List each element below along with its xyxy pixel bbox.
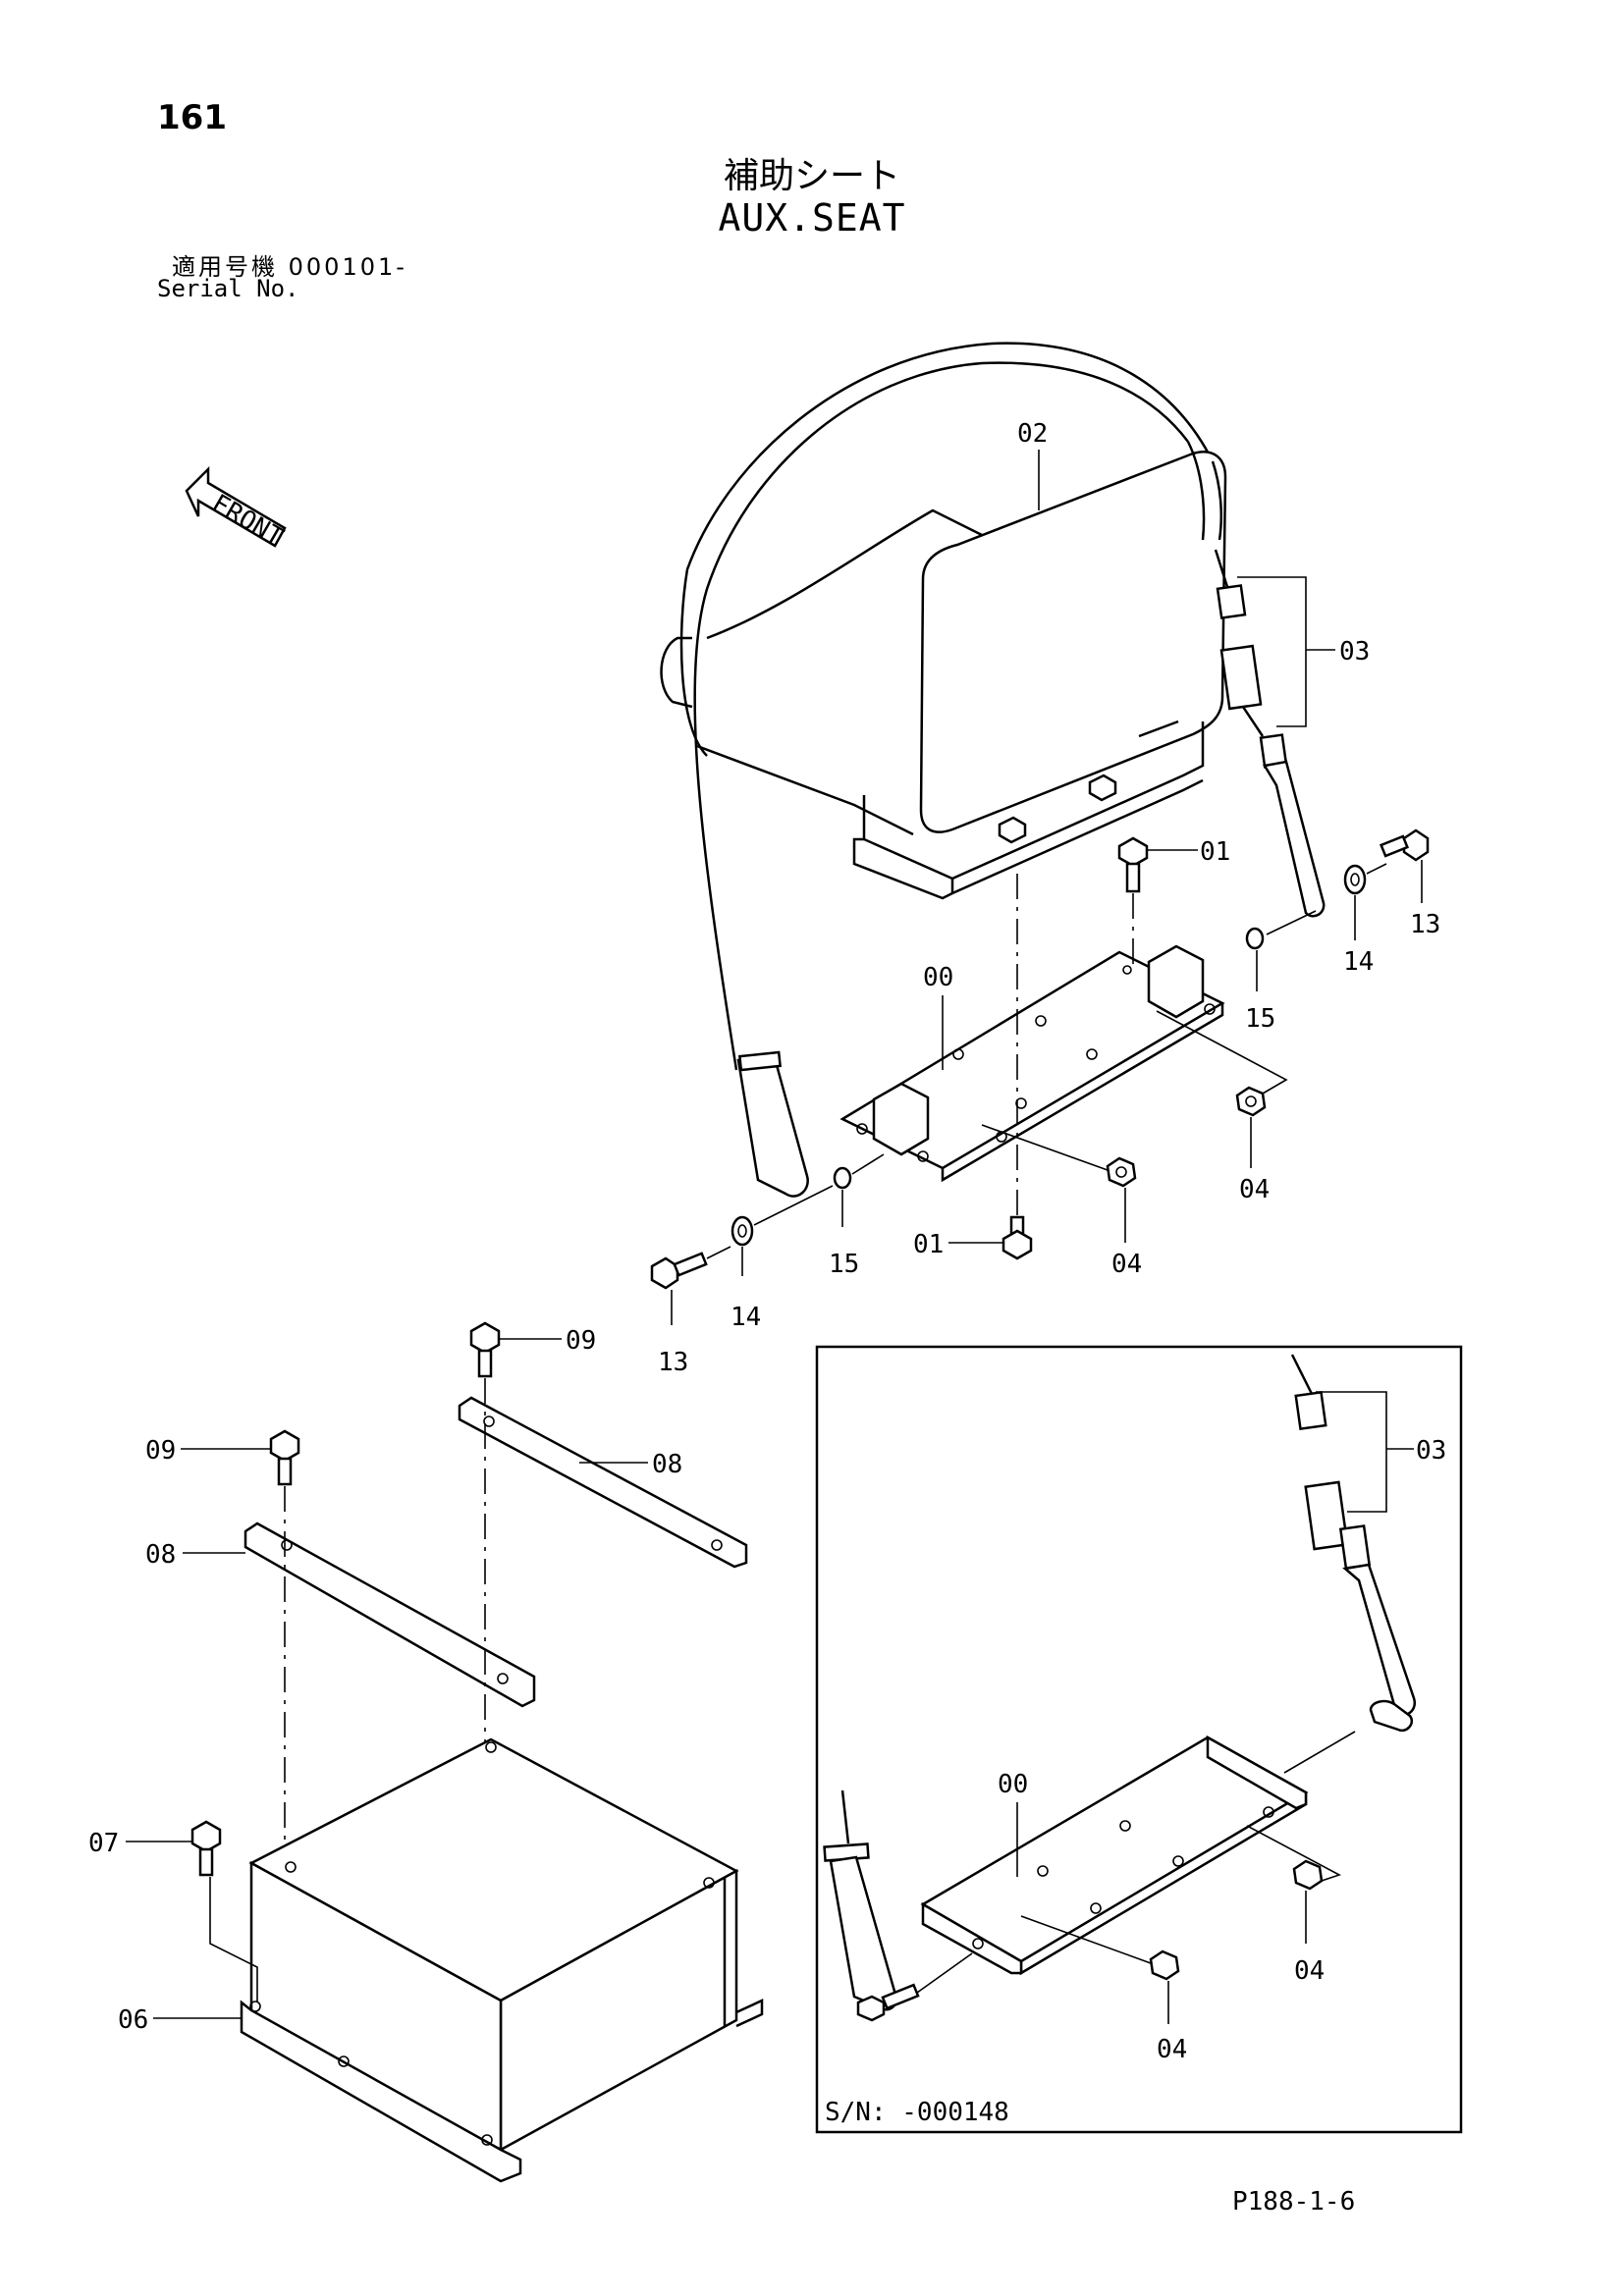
callout-09-top: 09	[566, 1326, 596, 1356]
callout-01-top: 01	[1200, 837, 1230, 867]
nut-04-right	[1235, 1086, 1267, 1117]
callout-00: 00	[923, 963, 953, 992]
inset-serial-note: S/N: -000148	[825, 2098, 1009, 2127]
callout-09-left: 09	[145, 1436, 176, 1466]
callout-13-right: 13	[1410, 910, 1440, 939]
callout-15-right: 15	[1245, 1004, 1275, 1034]
callout-03: 03	[1339, 637, 1370, 667]
callout-04-right: 04	[1239, 1175, 1270, 1204]
bolt-09-left	[269, 1429, 300, 1486]
callout-13-left: 13	[658, 1348, 688, 1377]
seat-belt-right	[1214, 549, 1326, 918]
bolt-13-left	[650, 1252, 708, 1290]
callout-08-left: 08	[145, 1540, 176, 1570]
inset-callout-03: 03	[1416, 1436, 1446, 1466]
inset-panel	[815, 1345, 1463, 2134]
seat-box-bracket	[240, 1737, 764, 2183]
inset-callout-04-bottom: 04	[1157, 2035, 1187, 2064]
nut-04-bottom	[1106, 1156, 1137, 1188]
bolt-01-top	[1117, 836, 1149, 893]
seat-cushion	[660, 342, 1227, 1071]
serial-label-en: Serial No.	[157, 275, 299, 302]
page-number: 161	[157, 98, 227, 137]
callout-01-bottom: 01	[913, 1230, 944, 1259]
rail-08-left	[244, 1522, 536, 1708]
front-label: FRONT	[207, 489, 289, 553]
callout-07: 07	[88, 1829, 119, 1858]
callout-02: 02	[1017, 419, 1048, 449]
inset-callout-04-right: 04	[1294, 1956, 1325, 1986]
bolt-07	[190, 1820, 222, 1877]
bolt-09-top	[469, 1321, 501, 1378]
bolt-01-bottom	[1001, 1215, 1033, 1260]
serial-label-jp: 適用号機	[172, 253, 278, 281]
rail-08-right	[458, 1396, 748, 1569]
document-reference: P188-1-6	[1232, 2187, 1356, 2216]
title-english: AUX.SEAT	[718, 196, 906, 240]
callout-04-bottom: 04	[1111, 1250, 1142, 1279]
serial-applicability: 適用号機 000101-	[172, 247, 407, 282]
callout-14-right: 14	[1343, 947, 1374, 977]
seat-belt-left	[736, 1050, 809, 1198]
callout-15-left: 15	[829, 1250, 859, 1279]
callout-14-left: 14	[731, 1303, 761, 1332]
mounting-plate	[839, 944, 1225, 1183]
callout-08-right: 08	[652, 1450, 682, 1479]
front-arrow-icon: FRONT	[185, 465, 289, 553]
inset-callout-00: 00	[998, 1770, 1028, 1799]
bolt-13-right	[1379, 828, 1430, 862]
title-japanese: 補助シート	[723, 156, 900, 196]
callout-06: 06	[118, 2005, 148, 2035]
serial-range: 000101-	[288, 253, 407, 281]
